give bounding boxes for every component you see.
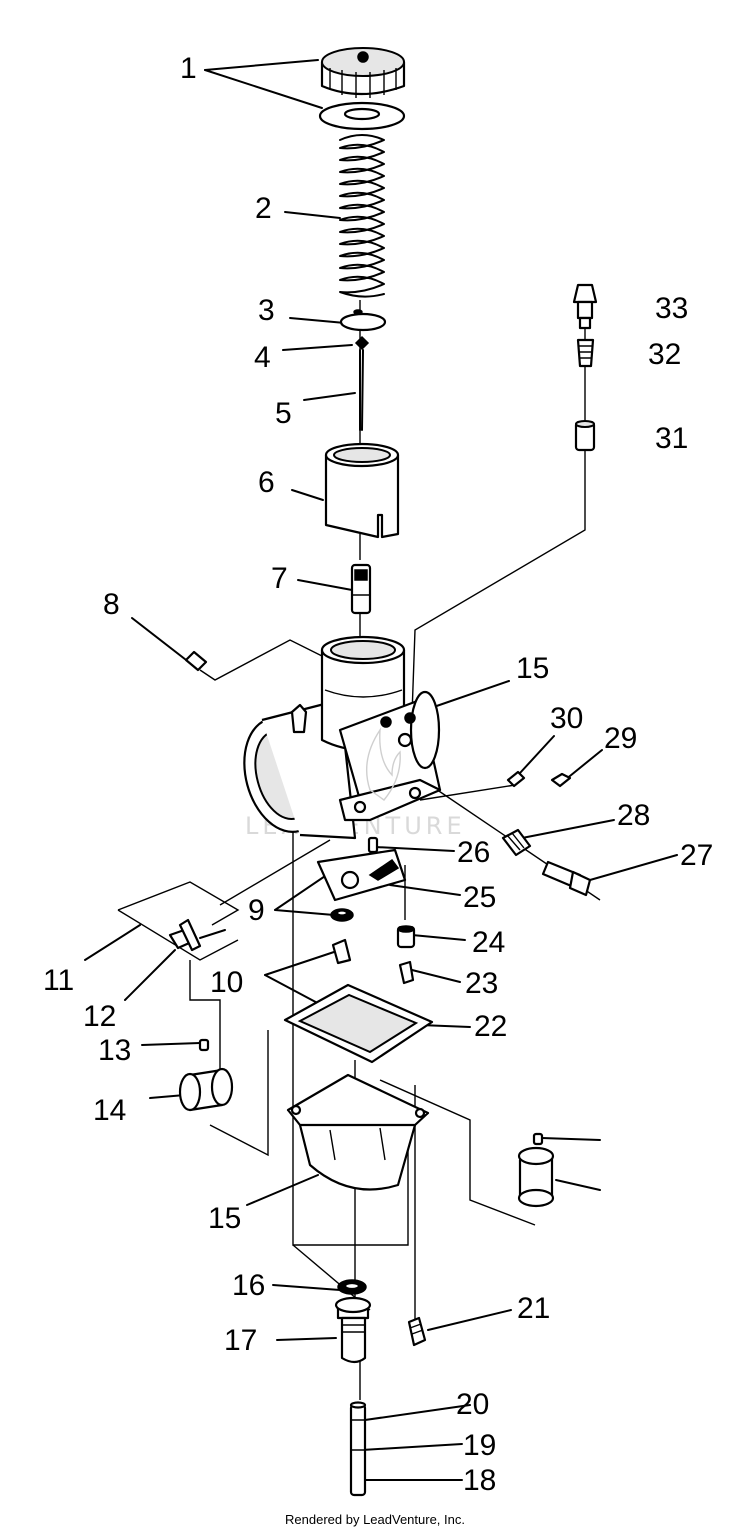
part-14-float-left: [178, 1067, 234, 1112]
part-29-screw: [550, 772, 572, 788]
part-23-pilot-jet: [398, 960, 415, 985]
carburetor-body: [243, 635, 442, 840]
callout-10: 10: [210, 966, 243, 999]
callout-31: 31: [655, 422, 688, 455]
part-24-jet: [396, 925, 416, 949]
part-18-19-20-main-jet: [349, 1401, 367, 1497]
callout-8: 8: [103, 588, 120, 621]
part-11-12-float-arm: [117, 881, 240, 961]
part-14-float-right: [517, 1146, 555, 1208]
callout-25: 25: [463, 881, 496, 914]
part-30-spring: [506, 770, 526, 788]
part-1-top-cap: [318, 47, 406, 131]
callout-26: 26: [457, 836, 490, 869]
callout-29: 29: [604, 722, 637, 755]
part-28-spring: [501, 828, 532, 857]
part-27-idle-screw: [541, 860, 592, 897]
callout-27: 27: [680, 839, 713, 872]
part-31-jet-holder: [574, 420, 596, 452]
callout-12: 12: [83, 1000, 116, 1033]
callout-4: 4: [254, 341, 271, 374]
part-2-spring: [339, 134, 385, 298]
callout-17: 17: [224, 1324, 257, 1357]
callout-24: 24: [472, 926, 505, 959]
part-15-float-bowl: [286, 1073, 430, 1191]
callout-5: 5: [275, 397, 292, 430]
part-25-plate: [316, 848, 407, 902]
callout-6: 6: [258, 466, 275, 499]
part-4-clip: [354, 335, 370, 351]
part-13-float-pin-left: [198, 1038, 210, 1052]
callout-20: 20: [456, 1388, 489, 1421]
callout-3: 3: [258, 294, 275, 327]
callout-22: 22: [474, 1010, 507, 1043]
footer-credit: Rendered by LeadVenture, Inc.: [285, 1512, 465, 1527]
callout-30: 30: [550, 702, 583, 735]
callout-numbers: 1 2 3 4 5 6 7 8 9 10 11 12 13 14 15 15 1…: [43, 52, 713, 1497]
callout-2: 2: [255, 192, 272, 225]
part-17-drain-plug: [334, 1296, 372, 1364]
part-22-gasket: [283, 983, 434, 1064]
callout-14-left: 14: [93, 1094, 126, 1127]
callout-11: 11: [43, 964, 74, 997]
part-13-float-pin-right: [532, 1132, 544, 1146]
callout-33: 33: [655, 292, 688, 325]
part-8-plug: [184, 650, 208, 672]
callout-19: 19: [463, 1429, 496, 1462]
callout-1: 1: [180, 52, 197, 85]
callout-21: 21: [517, 1292, 550, 1325]
callout-32: 32: [648, 338, 681, 371]
callout-28: 28: [617, 799, 650, 832]
leader-lines: [84, 59, 678, 1481]
callout-13-left: 13: [98, 1034, 131, 1067]
part-7-needle-jet: [350, 563, 372, 615]
part-33-screw: [572, 283, 598, 330]
callout-16: 16: [232, 1269, 265, 1302]
part-3-retainer: [339, 309, 387, 332]
part-16-washer: [337, 1279, 367, 1295]
callout-23: 23: [465, 967, 498, 1000]
callout-15-upper: 15: [516, 652, 549, 685]
part-5-jet-needle: [359, 349, 364, 431]
callout-18: 18: [463, 1464, 496, 1497]
part-6-throttle-valve: [324, 442, 400, 539]
part-26-pin: [367, 836, 379, 854]
callout-15-lower: 15: [208, 1202, 241, 1235]
part-21-screw: [407, 1316, 427, 1347]
callout-9: 9: [248, 894, 265, 927]
part-32-spring: [576, 338, 595, 368]
callout-7: 7: [271, 562, 288, 595]
